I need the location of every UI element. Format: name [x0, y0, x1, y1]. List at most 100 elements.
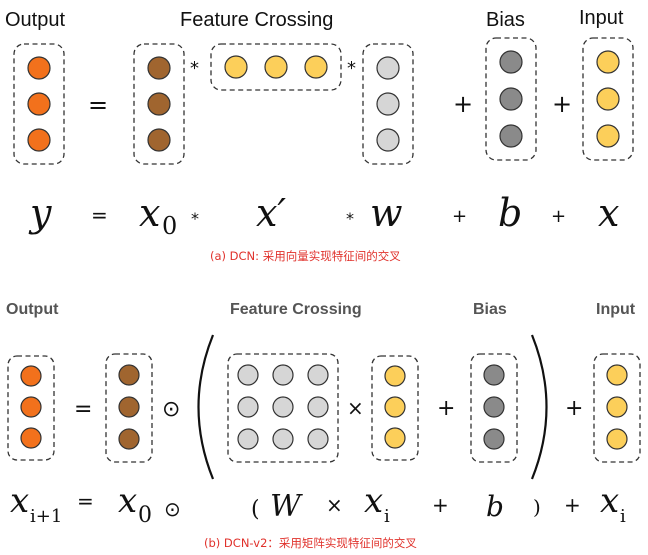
star-operator: * — [190, 58, 199, 79]
formula-plus: + — [564, 493, 581, 517]
x0-node — [147, 92, 171, 116]
input-node — [606, 364, 628, 386]
w-vector — [362, 43, 414, 165]
formula-xi: x — [364, 481, 383, 521]
output-vector-v2 — [7, 355, 55, 461]
formula-odot: ⊙ — [164, 497, 181, 521]
formula-xi: x — [600, 481, 619, 521]
w-node — [376, 128, 400, 152]
left-parenthesis — [197, 334, 215, 480]
w-node — [376, 92, 400, 116]
w-node — [376, 56, 400, 80]
input-node — [606, 428, 628, 450]
formula-rparen: ) — [533, 495, 541, 519]
x0-node — [147, 128, 171, 152]
equals-sign: = — [74, 397, 92, 422]
formula-plus: + — [551, 206, 566, 227]
xprime-node — [264, 55, 288, 79]
w-matrix-node — [237, 428, 259, 450]
formula-times: × — [326, 493, 343, 517]
w-matrix-node — [237, 396, 259, 418]
formula-equals: = — [77, 489, 94, 513]
formula-x0: x — [118, 481, 137, 521]
heading-input: Input — [579, 7, 624, 29]
w-matrix-node — [307, 364, 329, 386]
input-vector — [582, 37, 634, 161]
heading-feature-crossing: Feature Crossing — [230, 301, 362, 318]
w-matrix — [227, 353, 339, 463]
input-node — [606, 396, 628, 418]
x0-vector-v2 — [105, 353, 153, 463]
xi-vector — [371, 355, 419, 461]
w-matrix-node — [237, 364, 259, 386]
formula-plus: + — [432, 493, 449, 517]
bias-node — [483, 428, 505, 450]
heading-bias: Bias — [473, 301, 507, 318]
formula-xi-subscript: i — [384, 506, 390, 527]
plus-sign: + — [552, 90, 572, 118]
heading-output: Output — [6, 301, 59, 318]
x0-vector — [133, 43, 185, 165]
heading-feature-crossing: Feature Crossing — [180, 9, 333, 31]
input-node — [596, 50, 620, 74]
odot-operator: ⊙ — [162, 397, 180, 422]
output-node — [27, 56, 51, 80]
bias-node — [499, 87, 523, 111]
formula-b: b — [486, 490, 504, 523]
bias-node — [483, 396, 505, 418]
bias-node — [499, 124, 523, 148]
formula-x0-subscript: 0 — [162, 212, 177, 240]
formula-equals: = — [91, 203, 108, 227]
caption-a: (a) DCN: 采用向量实现特征间的交叉 — [210, 249, 401, 263]
formula-x0: x — [139, 191, 160, 235]
xi-node — [384, 365, 406, 387]
dcnv2-formula: x i+1 = x 0 ⊙ ( W × x i + b ) + x i — [10, 481, 626, 528]
input-node — [596, 124, 620, 148]
formula-x0-subscript: 0 — [138, 503, 152, 528]
bias-vector-v2 — [470, 353, 518, 463]
formula-W: W — [270, 489, 303, 524]
output-node — [20, 365, 42, 387]
x0-node — [118, 396, 140, 418]
heading-output: Output — [5, 9, 65, 31]
bias-vector — [485, 37, 537, 161]
w-matrix-node — [307, 428, 329, 450]
formula-x-i-plus-1: x — [10, 481, 29, 521]
formula-x-i-plus-1-subscript: i+1 — [30, 506, 62, 527]
w-matrix-node — [307, 396, 329, 418]
heading-bias: Bias — [486, 9, 525, 31]
xprime-node — [224, 55, 248, 79]
output-node — [20, 427, 42, 449]
w-matrix-node — [272, 428, 294, 450]
dcn-formula: y = x 0 * x′ * w + b + x — [28, 191, 619, 240]
x0-node — [118, 364, 140, 386]
formula-x: x — [598, 191, 619, 235]
formula-star: * — [191, 209, 199, 228]
w-matrix-node — [272, 364, 294, 386]
w-matrix-node — [272, 396, 294, 418]
x0-node — [118, 428, 140, 450]
caption-b: (b) DCN-v2：采用矩阵实现特征间的交叉 — [204, 536, 417, 550]
output-node — [27, 92, 51, 116]
xi-node — [384, 427, 406, 449]
input-node — [596, 87, 620, 111]
bias-node — [483, 364, 505, 386]
formula-y: y — [28, 191, 52, 235]
formula-b: b — [498, 191, 522, 235]
right-parenthesis — [530, 334, 548, 480]
plus-sign: + — [565, 396, 583, 421]
output-node — [20, 396, 42, 418]
output-node — [27, 128, 51, 152]
formula-xprime: x′ — [256, 191, 286, 235]
equals-sign: = — [88, 91, 108, 119]
plus-sign: + — [437, 396, 455, 421]
input-vector-v2 — [593, 353, 641, 463]
plus-sign: + — [453, 90, 473, 118]
heading-input: Input — [596, 301, 636, 318]
bias-node — [499, 50, 523, 74]
formula-plus: + — [452, 206, 467, 227]
star-operator: * — [347, 58, 356, 79]
formula-xi-subscript: i — [620, 506, 626, 527]
output-vector — [13, 43, 65, 165]
